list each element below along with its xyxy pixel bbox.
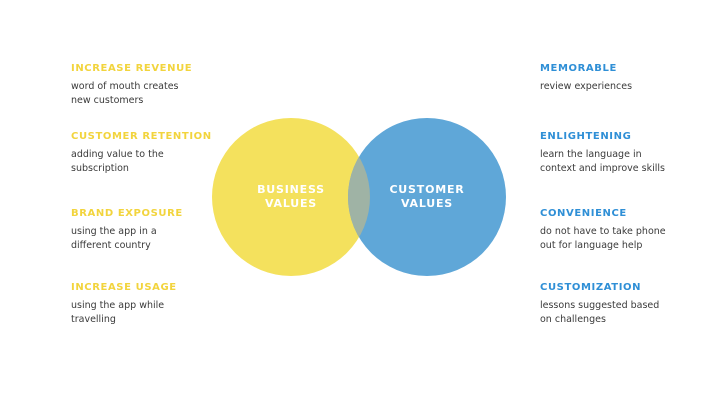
item-description-line: word of mouth creates [71, 81, 179, 92]
item-title: MEMORABLE [540, 63, 617, 74]
item-description-line: travelling [71, 314, 116, 325]
item-description-line: adding value to the [71, 149, 164, 160]
item-description-line: do not have to take phone [540, 226, 666, 237]
business-value-brand-exposure: BRAND EXPOSURE using the app in a differ… [71, 207, 246, 253]
item-description-line: lessons suggested based [540, 300, 660, 311]
item-description-line: context and improve skills [540, 163, 665, 174]
customer-value-convenience: CONVENIENCE do not have to take phone ou… [540, 207, 715, 253]
venn-circles [212, 118, 506, 276]
item-description: lessons suggested based on challenges [540, 299, 715, 327]
venn-diagram: BUSINESS VALUES CUSTOMER VALUES [205, 112, 515, 282]
item-title: CUSTOMIZATION [540, 282, 642, 293]
item-title: CUSTOMER RETENTION [71, 131, 212, 142]
business-values-label-line: BUSINESS [257, 183, 325, 196]
item-description: learn the language in context and improv… [540, 148, 715, 176]
customer-value-customization: CUSTOMIZATION lessons suggested based on… [540, 281, 715, 327]
item-description-line: review experiences [540, 81, 633, 92]
item-description: using the app while travelling [71, 299, 246, 327]
item-description-line: new customers [71, 95, 144, 106]
item-description: word of mouth creates new customers [71, 80, 246, 108]
item-description-line: learn the language in [540, 149, 642, 160]
customer-values-label-line: VALUES [400, 197, 454, 210]
business-values-label-line: VALUES [264, 197, 318, 210]
item-title: BRAND EXPOSURE [71, 208, 183, 219]
item-description: adding value to the subscription [71, 148, 246, 176]
item-description-line: using the app in a [71, 226, 157, 237]
item-description: review experiences [540, 80, 715, 94]
item-title: ENLIGHTENING [540, 131, 632, 142]
business-value-increase-usage: INCREASE USAGE using the app while trave… [71, 281, 246, 327]
customer-value-enlightening: ENLIGHTENING learn the language in conte… [540, 130, 715, 176]
item-description-line: using the app while [71, 300, 165, 311]
item-description-line: on challenges [540, 314, 606, 325]
business-values-label: BUSINESS VALUES [231, 183, 351, 211]
business-value-increase-revenue: INCREASE REVENUE word of mouth creates n… [71, 62, 246, 108]
item-description-line: subscription [71, 163, 129, 174]
item-title: INCREASE REVENUE [71, 63, 193, 74]
item-description-line: out for language help [540, 240, 643, 251]
customer-value-memorable: MEMORABLE review experiences [540, 62, 715, 94]
item-description-line: different country [71, 240, 151, 251]
business-value-customer-retention: CUSTOMER RETENTION adding value to the s… [71, 130, 246, 176]
customer-values-circle [348, 118, 506, 276]
business-values-circle [212, 118, 370, 276]
item-description: do not have to take phone out for langua… [540, 225, 715, 253]
item-title: INCREASE USAGE [71, 282, 177, 293]
customer-values-label: CUSTOMER VALUES [367, 183, 487, 211]
item-title: CONVENIENCE [540, 208, 627, 219]
item-description: using the app in a different country [71, 225, 246, 253]
customer-values-label-line: CUSTOMER [389, 183, 465, 196]
